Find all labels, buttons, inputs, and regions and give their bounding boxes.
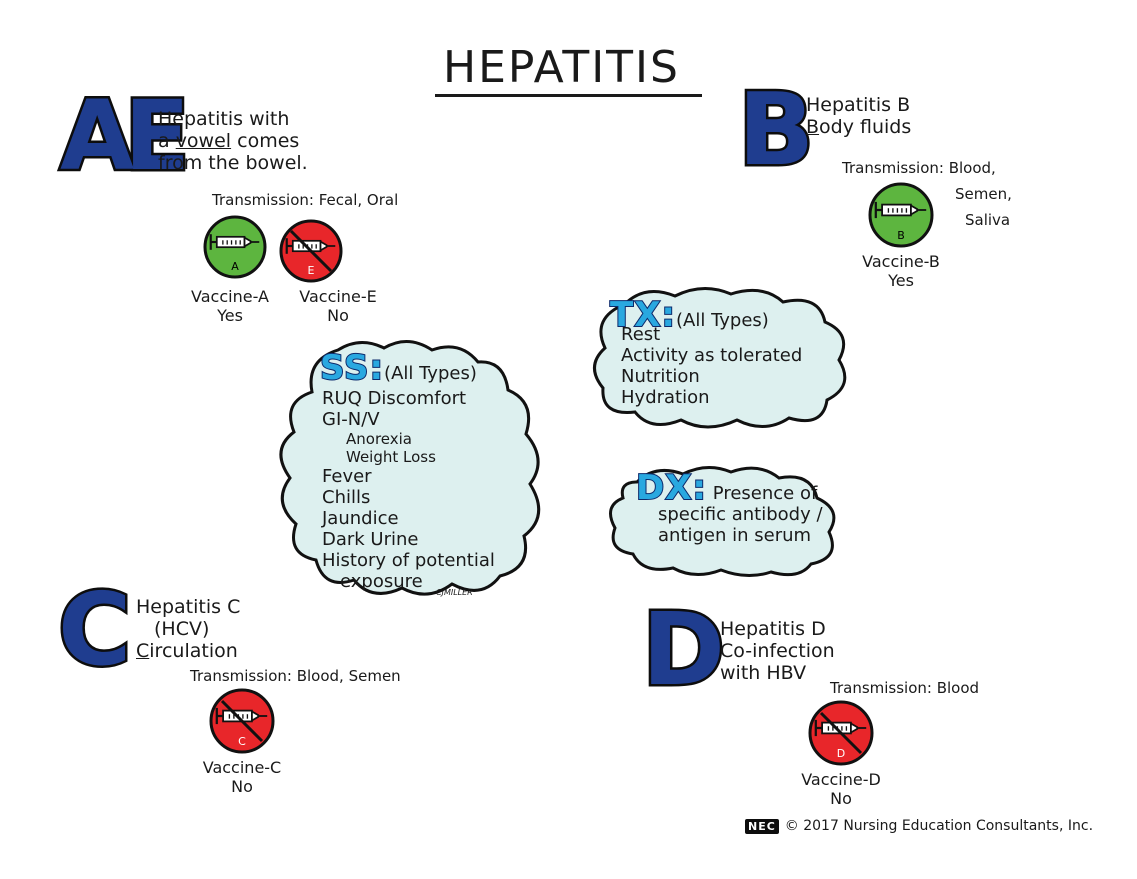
- ss-item: Chills: [322, 487, 371, 508]
- ss-subitem: Weight Loss: [346, 448, 436, 466]
- ss-cloud: [268, 332, 550, 604]
- vaccine-b-letter: B: [897, 229, 905, 242]
- vaccine-e-letter: E: [308, 264, 315, 277]
- tx-list: Rest Activity as tolerated Nutrition Hyd…: [621, 324, 802, 408]
- copyright: NEC© 2017 Nursing Education Consultants,…: [745, 818, 1093, 834]
- ss-heading: SS:(All Types): [319, 347, 477, 389]
- ae-description: Hepatitis with a vowel comes from the bo…: [158, 108, 308, 174]
- page-title: HEPATITIS: [0, 42, 1137, 97]
- ss-item: Dark Urine: [322, 529, 419, 550]
- c-transmission: Transmission: Blood, Semen: [190, 667, 401, 685]
- tx-item: Rest: [621, 324, 661, 345]
- ss-item: exposure: [340, 571, 423, 592]
- tx-heading: TX:(All Types): [609, 294, 769, 336]
- nec-logo: NEC: [745, 819, 779, 834]
- letter-d: D: [639, 591, 727, 708]
- dx-cloud: [603, 462, 843, 580]
- d-transmission: Transmission: Blood: [830, 679, 980, 697]
- ae-transmission: Transmission: Fecal, Oral: [212, 191, 399, 209]
- vaccine-b-badge: B: [868, 182, 934, 248]
- d-description: Hepatitis D Co-infection with HBV: [720, 618, 835, 684]
- c-description: Hepatitis C (HCV) Circulation: [136, 596, 241, 662]
- b-transmission-3: Saliva: [965, 211, 1011, 229]
- tx-item: Hydration: [621, 387, 710, 408]
- ss-item: Jaundice: [322, 508, 399, 529]
- tx-cloud: [585, 282, 853, 434]
- letter-ae: AE: [58, 80, 193, 192]
- vaccine-a-letter: A: [231, 260, 239, 273]
- dx-content: DX: Presence of specific antibody / anti…: [635, 468, 823, 546]
- letter-b: B: [735, 71, 816, 188]
- ss-item: RUQ Discomfort: [322, 388, 467, 409]
- letter-c: C: [55, 571, 133, 688]
- ss-item: GI-N/V: [322, 409, 380, 430]
- tx-item: Activity as tolerated: [621, 345, 803, 366]
- vaccine-d-badge: D: [808, 700, 874, 766]
- b-description: Hepatitis B Body fluids: [806, 94, 912, 138]
- vaccine-e-badge: E: [279, 219, 343, 283]
- b-transmission-1: Transmission: Blood,: [842, 159, 996, 177]
- b-transmission-2: Semen,: [955, 185, 1012, 203]
- ss-item: History of potential: [322, 550, 495, 571]
- ss-item: Fever: [322, 466, 372, 487]
- ss-list: RUQ Discomfort GI-N/V Anorexia Weight Lo…: [322, 388, 495, 592]
- artist-signature: CJMILLER: [436, 588, 473, 597]
- dx-heading: DX:: [635, 468, 708, 508]
- vaccine-a-badge: A: [203, 215, 267, 279]
- vaccine-d-letter: D: [837, 747, 845, 760]
- ss-subitem: Anorexia: [346, 430, 412, 448]
- tx-item: Nutrition: [621, 366, 700, 387]
- vaccine-c-letter: C: [238, 735, 246, 748]
- vaccine-c-badge: C: [209, 688, 275, 754]
